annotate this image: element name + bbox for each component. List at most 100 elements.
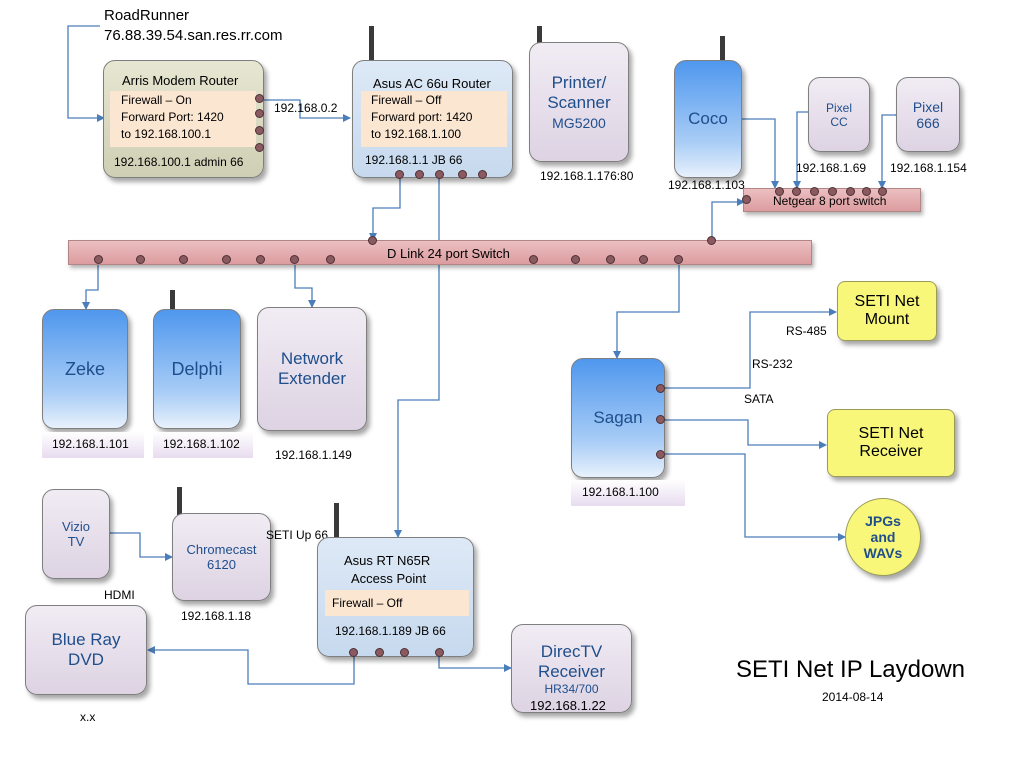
delphi-ip: 192.168.1.102 bbox=[163, 437, 240, 451]
dlink-port bbox=[368, 236, 377, 245]
modem-title: Arris Modem Router bbox=[122, 73, 239, 88]
coco-ip: 192.168.1.103 bbox=[668, 178, 745, 192]
delphi-name: Delphi bbox=[171, 358, 223, 379]
asus-ac-port bbox=[435, 170, 444, 179]
dlink-port bbox=[529, 255, 538, 264]
zeke-name: Zeke bbox=[64, 358, 106, 379]
link-sagan-mount bbox=[658, 308, 837, 392]
modem-port bbox=[255, 143, 264, 152]
sagan-ip-bar: 192.168.1.100 bbox=[571, 480, 685, 506]
directv-model: HR34/700 bbox=[544, 681, 599, 696]
isp-host: 76.88.39.54.san.res.rr.com bbox=[104, 27, 283, 44]
netgear-switch[interactable]: Netgear 8 port switch bbox=[743, 188, 921, 212]
pixel-666-label-2: 666 bbox=[916, 114, 940, 131]
antenna bbox=[170, 290, 175, 312]
netgear-port bbox=[775, 187, 784, 196]
jpgs-label-3: WAVs bbox=[863, 545, 903, 561]
asus-rt-title-1: Asus RT N65R bbox=[344, 553, 431, 568]
modem-firewall: Firewall – On bbox=[121, 93, 192, 107]
delphi-ip-bar: 192.168.1.102 bbox=[153, 432, 253, 458]
chromecast-label-1: Chromecast bbox=[186, 542, 257, 557]
hdmi-label: HDMI bbox=[104, 588, 135, 602]
coco-computer[interactable]: Coco bbox=[674, 60, 742, 178]
asus-ac-title: Asus AC 66u Router bbox=[373, 76, 491, 91]
dlink-port bbox=[94, 255, 103, 264]
blue-ray-dvd[interactable]: Blue Ray DVD bbox=[25, 605, 147, 695]
coco-name: Coco bbox=[688, 109, 728, 128]
bluray-label-2: DVD bbox=[68, 650, 104, 669]
pixel-666-ip: 192.168.1.154 bbox=[890, 161, 967, 175]
netgear-port bbox=[792, 187, 801, 196]
printer-model: MG5200 bbox=[552, 115, 606, 131]
asus-ac-port bbox=[458, 170, 467, 179]
antenna bbox=[720, 36, 725, 62]
seti-net-mount[interactable]: SETI Net Mount bbox=[837, 281, 937, 341]
link-pixelcc-netgear bbox=[793, 108, 815, 189]
pixel-cc[interactable]: Pixel CC bbox=[808, 77, 870, 152]
directv-ip: 192.168.1.22 bbox=[530, 698, 606, 713]
asus-ac-config-panel: Firewall – Off Forward port: 1420 to 192… bbox=[361, 91, 507, 147]
printer-scanner[interactable]: Printer/ Scanner MG5200 bbox=[529, 42, 629, 162]
link-asus-rt bbox=[394, 168, 443, 538]
link-dlink-netgear bbox=[708, 198, 745, 247]
modem-footer: 192.168.100.1 admin 66 bbox=[114, 155, 244, 169]
delphi-computer[interactable]: Delphi bbox=[153, 309, 241, 429]
asus-rt-port bbox=[375, 648, 384, 657]
link-rt-directv bbox=[435, 649, 512, 672]
modem-forward-target: to 192.168.100.1 bbox=[121, 127, 212, 141]
mount-label-1: SETI Net bbox=[854, 293, 920, 310]
antenna bbox=[537, 26, 542, 46]
modem-forward: Forward Port: 1420 bbox=[121, 110, 224, 124]
modem-router[interactable]: Arris Modem Router Firewall – On Forward… bbox=[103, 60, 264, 178]
asus-ac-forward: Forward port: 1420 bbox=[371, 110, 473, 124]
asus-ac-footer: 192.168.1.1 JB 66 bbox=[365, 153, 463, 167]
directv-receiver[interactable]: DirecTV Receiver HR34/700 bbox=[511, 624, 632, 713]
printer-label-1: Printer/ bbox=[551, 73, 607, 92]
antenna bbox=[177, 487, 182, 521]
bluray-ip: x.x bbox=[80, 710, 96, 724]
antenna bbox=[369, 26, 374, 62]
bluray-label-1: Blue Ray bbox=[51, 630, 121, 649]
zeke-ip: 192.168.1.101 bbox=[52, 437, 129, 451]
asus-ac-port bbox=[415, 170, 424, 179]
sagan-computer[interactable]: Sagan bbox=[571, 358, 665, 478]
asus-rt-config-panel: Firewall – Off bbox=[325, 590, 469, 616]
netgear-port bbox=[846, 187, 855, 196]
link-sagan-files bbox=[658, 450, 846, 541]
printer-label-2: Scanner bbox=[547, 93, 611, 112]
zeke-computer[interactable]: Zeke bbox=[42, 309, 128, 429]
dlink-port bbox=[639, 255, 648, 264]
dlink-port bbox=[571, 255, 580, 264]
asus-ac-firewall: Firewall – Off bbox=[371, 93, 442, 107]
zeke-ip-bar: 192.168.1.101 bbox=[42, 432, 144, 458]
dlink-port bbox=[707, 236, 716, 245]
chromecast[interactable]: Chromecast 6120 bbox=[172, 513, 271, 601]
jpgs-wavs-storage[interactable]: JPGs and WAVs bbox=[845, 498, 921, 576]
sagan-name: Sagan bbox=[593, 408, 643, 427]
asus-ac-forward-target: to 192.168.1.100 bbox=[371, 127, 462, 141]
chromecast-label-2: 6120 bbox=[207, 557, 236, 572]
receiver-label-2: Receiver bbox=[859, 443, 923, 460]
diagram-title: SETI Net IP Laydown bbox=[736, 656, 966, 683]
network-extender[interactable]: Network Extender bbox=[257, 307, 367, 431]
dlink-switch[interactable]: D Link 24 port Switch bbox=[68, 240, 812, 265]
pixel-666[interactable]: Pixel 666 bbox=[896, 77, 960, 152]
seti-net-receiver[interactable]: SETI Net Receiver bbox=[827, 409, 955, 477]
vizio-label-1: Vizio bbox=[62, 519, 90, 534]
asus-ac66u-router[interactable]: Asus AC 66u Router Firewall – Off Forwar… bbox=[352, 60, 513, 178]
modem-wan-link: 192.168.0.2 bbox=[274, 101, 338, 115]
antenna bbox=[334, 503, 339, 539]
asus-rt-n65r-access-point[interactable]: Asus RT N65R Access Point Firewall – Off… bbox=[317, 537, 474, 657]
directv-label-1: DirecTV bbox=[540, 641, 603, 661]
sagan-port bbox=[656, 415, 665, 424]
vizio-tv[interactable]: Vizio TV bbox=[42, 489, 110, 579]
link-dlink-sagan bbox=[613, 256, 683, 359]
link-rt-bluray bbox=[147, 646, 358, 685]
dlink-label: D Link 24 port Switch bbox=[387, 246, 510, 261]
link-vizio-chromecast bbox=[104, 529, 173, 561]
asus-rt-port bbox=[435, 648, 444, 657]
receiver-label-1: SETI Net bbox=[858, 425, 924, 442]
sagan-port bbox=[656, 450, 665, 459]
